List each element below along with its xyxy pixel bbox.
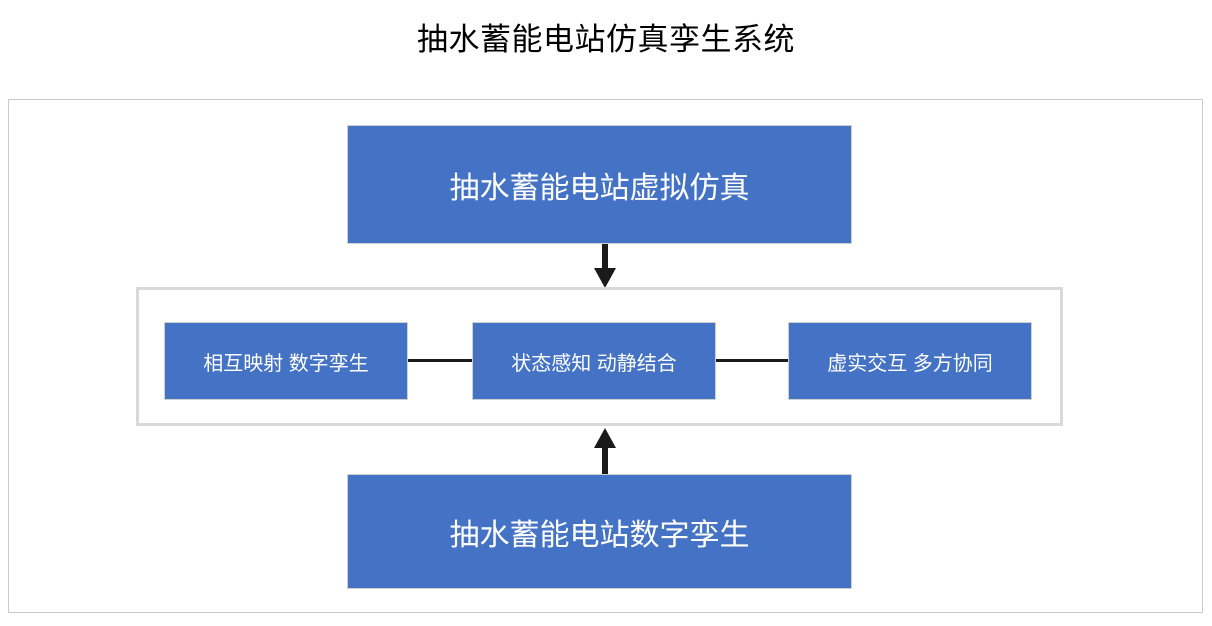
page-title: 抽水蓄能电站仿真孪生系统	[417, 22, 795, 57]
node-digital-twin-label: 抽水蓄能电站数字孪生	[449, 518, 750, 552]
node-mutual-mapping-label: 相互映射 数字孪生	[203, 352, 369, 375]
node-state-awareness-label: 状态感知 动静结合	[511, 352, 677, 375]
arrow-up-shaft	[602, 447, 608, 474]
node-digital-twin[interactable]: 抽水蓄能电站数字孪生	[347, 474, 852, 589]
connector-node1-node2	[408, 359, 472, 362]
node-virtual-real-interaction[interactable]: 虚实交互 多方协同	[788, 322, 1032, 400]
arrow-down-shaft	[602, 244, 608, 270]
arrow-up-icon	[591, 428, 619, 474]
node-virtual-simulation-label: 抽水蓄能电站虚拟仿真	[449, 171, 750, 205]
node-virtual-real-interaction-label: 虚实交互 多方协同	[827, 352, 993, 375]
connector-node2-node3	[716, 359, 788, 362]
arrow-up-head	[594, 428, 616, 448]
node-virtual-simulation[interactable]: 抽水蓄能电站虚拟仿真	[347, 125, 852, 244]
arrow-down-head	[594, 268, 616, 288]
arrow-down-icon	[591, 244, 619, 288]
node-mutual-mapping[interactable]: 相互映射 数字孪生	[164, 322, 408, 400]
node-state-awareness[interactable]: 状态感知 动静结合	[472, 322, 716, 400]
